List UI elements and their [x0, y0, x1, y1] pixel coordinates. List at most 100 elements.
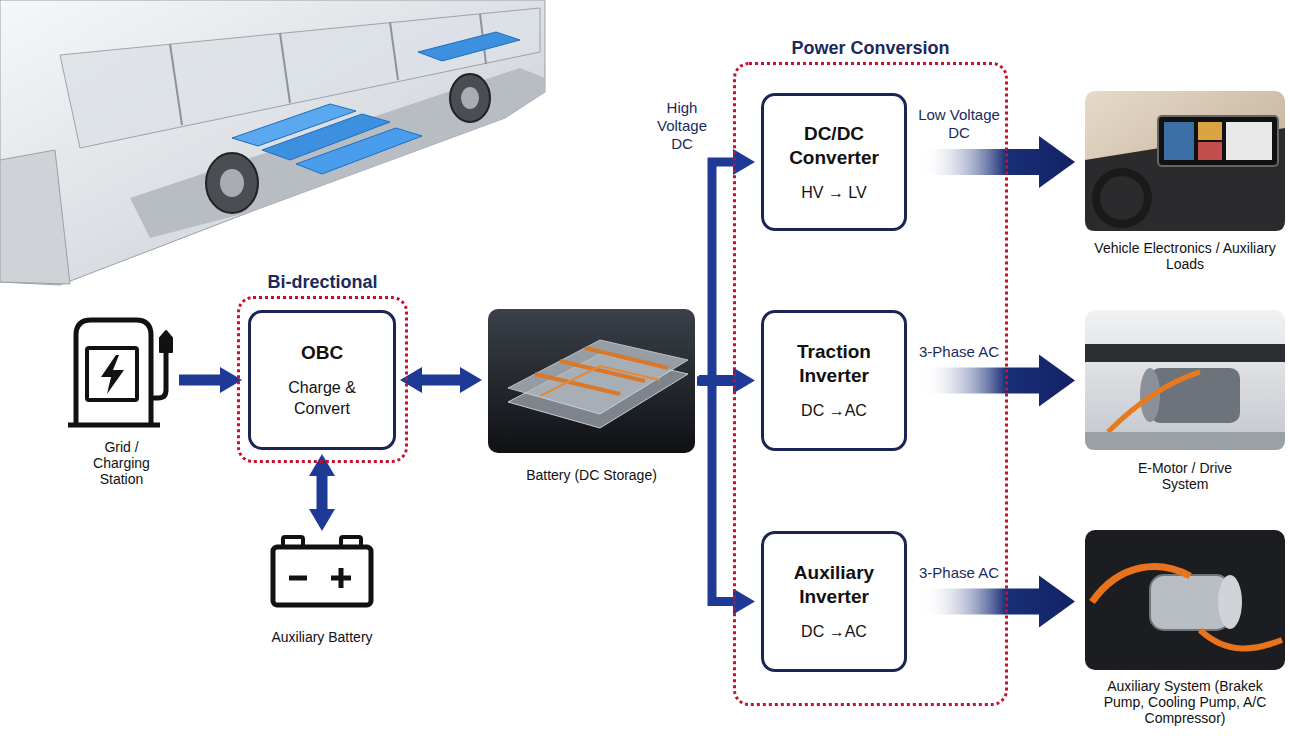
battery-module [418, 32, 520, 61]
pump-screen [87, 348, 137, 400]
box-title: OBC [265, 341, 379, 365]
photo-ground [488, 309, 695, 453]
process-box: Traction Inverter DC →AC [761, 310, 907, 451]
region-heading: Power Conversion [696, 37, 1045, 59]
process-box: Auxiliary Inverter DC →AC [761, 531, 907, 672]
box-subtitle: DC →AC [778, 621, 890, 642]
edge-label-text: 3-Phase AC [919, 343, 999, 360]
steering-wheel [1096, 172, 1148, 224]
photo-ground [1085, 310, 1285, 450]
edge-label-text: High Voltage DC [657, 99, 707, 152]
box-title: DC/DC Converter [778, 122, 890, 170]
display-screen [1158, 116, 1278, 166]
node-label: Auxiliary System (Brakek Pump, Cooling P… [1099, 678, 1271, 726]
edge-label: Low Voltage DC [917, 106, 1001, 142]
icon-area [68, 318, 175, 425]
process-box: OBC Charge & Convert [248, 310, 396, 450]
battery-pack-node: Battery (DC Storage) [488, 309, 695, 483]
minus-sign [289, 576, 307, 581]
charging-station-icon [68, 320, 172, 425]
icon-area [1085, 310, 1285, 450]
bus-window-divider [390, 22, 398, 80]
compressor-body [1150, 575, 1230, 630]
auxiliary-battery-node: Auxiliary Battery [270, 535, 374, 645]
icon-area [488, 309, 695, 453]
box-subtitle: HV → LV [778, 182, 890, 203]
bus-front [0, 150, 70, 284]
bus-hub [461, 87, 479, 109]
icon-area [270, 535, 374, 607]
edge-label: 3-Phase AC [917, 564, 1001, 582]
box-subtitle: DC →AC [778, 400, 890, 421]
node-label: Vehicle Electronics / Auxiliary Loads [1085, 240, 1285, 272]
connector-arrow [921, 136, 1075, 188]
region-heading: Bi-drectional [200, 271, 445, 293]
battery-body [273, 547, 371, 605]
connector-arrow [697, 381, 733, 602]
connector-arrow [697, 162, 733, 381]
chassis-frame [1085, 344, 1285, 362]
bus-hub [220, 169, 244, 197]
node-label: Battery (DC Storage) [488, 467, 695, 483]
box-content: DC/DC Converter HV → LV [778, 122, 890, 203]
battery-terminal [341, 537, 361, 547]
photo-ground [1085, 530, 1285, 670]
bus-floor [130, 68, 545, 238]
connector-arrow [422, 375, 460, 386]
orange-hose [1092, 567, 1190, 602]
edge-label: 3-Phase AC [917, 343, 1001, 361]
pump-nozzle [160, 331, 172, 352]
vehicle-interior-photo [1085, 91, 1285, 231]
connector-arrow [179, 375, 220, 386]
pump-body [76, 320, 151, 425]
battery-module [296, 128, 422, 174]
connector-arrow [317, 476, 328, 509]
load-photo-node: Vehicle Electronics / Auxiliary Loads [1085, 91, 1285, 272]
box-title: Traction Inverter [778, 340, 890, 388]
bus-window-divider [170, 44, 182, 125]
battery-module [232, 104, 356, 146]
node-label: E-Motor / Drive System [1133, 460, 1237, 492]
connector-arrow [921, 576, 1075, 628]
compressor-end [1218, 575, 1242, 629]
floor [1085, 432, 1285, 450]
screen-tile [1164, 122, 1194, 160]
dotted-region: Power ConversionDC/DC ConverterHV → LVTr… [733, 62, 1008, 706]
edge-label: High Voltage DC [650, 99, 714, 153]
screen-tile [1198, 142, 1222, 160]
connector-arrow [921, 355, 1075, 407]
node-label: Grid / Charging Station [76, 439, 168, 487]
box-title: Auxiliary Inverter [778, 561, 890, 609]
e-motor-photo [1085, 310, 1285, 450]
bus-window-divider [280, 33, 290, 103]
battery-terminal [283, 537, 303, 547]
box-content: OBC Charge & Convert [265, 341, 379, 419]
busbar [535, 348, 668, 394]
edge-label-text: Low Voltage DC [918, 106, 1000, 141]
dotted-region: Bi-drectionalOBCCharge & Convert [237, 296, 408, 463]
load-photo-node: E-Motor / Drive System [1085, 310, 1285, 492]
screen-tile [1226, 122, 1272, 160]
node-label: Auxiliary Battery [270, 629, 374, 645]
auxiliary-battery-icon [273, 537, 371, 605]
charging-station-node: Grid / Charging Station [68, 318, 175, 487]
box-content: Traction Inverter DC →AC [778, 340, 890, 421]
hv-cable [1108, 372, 1200, 432]
battery-pack-photo [488, 309, 695, 453]
box-subtitle: Charge & Convert [265, 377, 379, 419]
lightning-bolt [101, 355, 124, 394]
bus-wheel [450, 74, 490, 122]
screen-tile [1198, 122, 1222, 140]
auxiliary-system-photo [1085, 530, 1285, 670]
pack-top [508, 340, 688, 414]
bus-wheel [206, 153, 258, 213]
icon-area [1085, 91, 1285, 231]
plus-sign [331, 568, 351, 588]
photo-ground [1085, 91, 1285, 231]
connectors [179, 136, 1075, 628]
edge-label-text: 3-Phase AC [919, 564, 999, 581]
pump-base [68, 423, 160, 428]
